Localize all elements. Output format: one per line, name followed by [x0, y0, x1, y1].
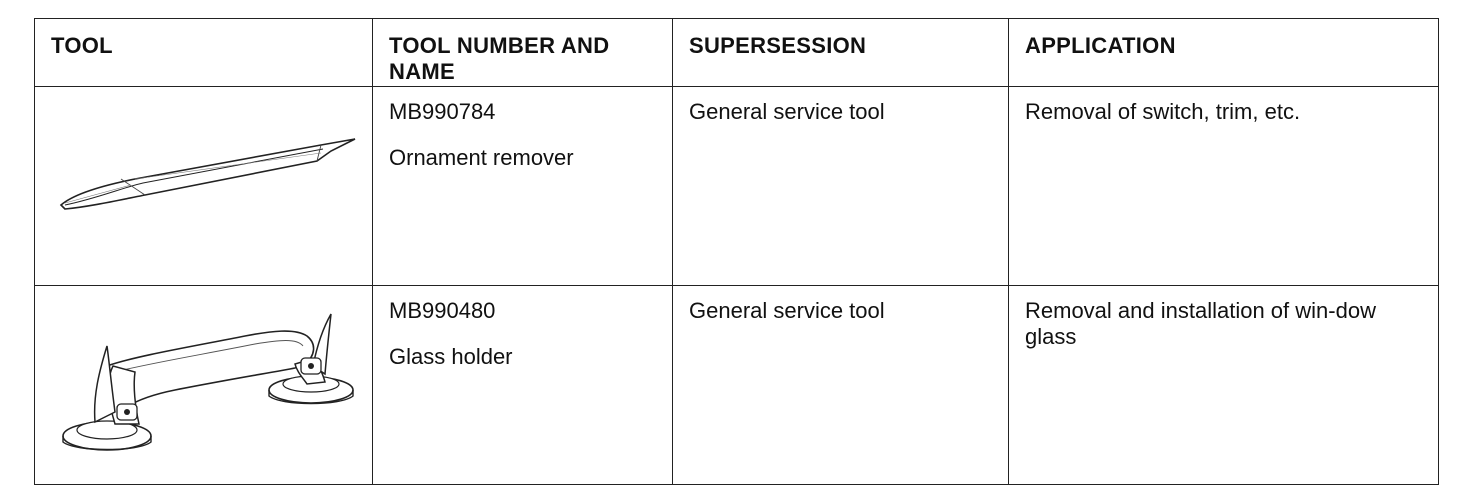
tool-image-cell: [34, 285, 373, 485]
table-row: MB990480 Glass holder General service to…: [34, 285, 1439, 485]
tool-name: Ornament remover: [389, 145, 574, 170]
header-supersession: SUPERSESSION: [672, 18, 1009, 87]
header-tool: TOOL: [34, 18, 373, 87]
header-application: APPLICATION: [1008, 18, 1439, 87]
special-tools-table: TOOL TOOL NUMBER AND NAME SUPERSESSION A…: [34, 18, 1439, 485]
tool-image-cell: [34, 86, 373, 286]
table-row: MB990784 Ornament remover General servic…: [34, 86, 1439, 286]
supersession-cell: General service tool: [672, 285, 1009, 485]
application-text: Removal and installation of win-dow glas…: [1025, 298, 1376, 349]
ornament-remover-illustration: [59, 138, 356, 210]
supersession-cell: General service tool: [672, 86, 1009, 286]
application-cell: Removal of switch, trim, etc.: [1008, 86, 1439, 286]
header-tool-number-and-name: TOOL NUMBER AND NAME: [372, 18, 673, 87]
tool-name: Glass holder: [389, 344, 513, 369]
table-header: TOOL TOOL NUMBER AND NAME SUPERSESSION A…: [34, 18, 1439, 87]
tool-number: MB990784: [389, 99, 496, 124]
application-text: Removal of switch, trim, etc.: [1025, 99, 1301, 124]
glass-holder-illustration: [62, 313, 354, 451]
tool-number: MB990480: [389, 298, 496, 323]
tool-number-name-cell: MB990480 Glass holder: [372, 285, 673, 485]
header-row: TOOL TOOL NUMBER AND NAME SUPERSESSION A…: [34, 18, 1439, 87]
application-cell: Removal and installation of win-dow glas…: [1008, 285, 1439, 485]
tool-number-name-cell: MB990784 Ornament remover: [372, 86, 673, 286]
table-body: MB990784 Ornament remover General servic…: [34, 86, 1439, 485]
